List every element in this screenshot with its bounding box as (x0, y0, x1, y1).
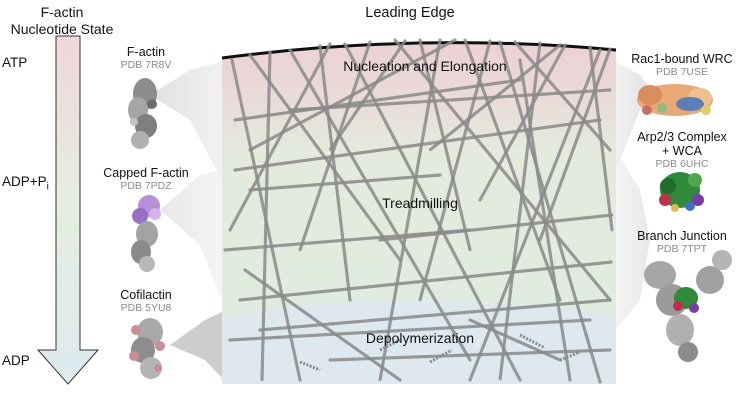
actin-filament (498, 40, 602, 384)
wrc-structure-image (637, 84, 713, 116)
actin-filament (258, 298, 612, 332)
wrc-label-group: Rac1-bound WRC PDB 7USE (624, 52, 740, 79)
capped-factin-label-group: Capped F-actin PDB 7PDZ (90, 166, 202, 193)
state-adp-pi-sub: i (46, 181, 49, 193)
capped-factin-pdb: PDB 7PDZ (120, 180, 172, 192)
nucleotide-state-title: F-actin Nucleotide State (0, 4, 124, 38)
factin-title: F-actin (126, 45, 166, 59)
actin-filament (288, 48, 472, 362)
actin-filament (468, 48, 602, 382)
actin-filament (328, 39, 407, 152)
arp23-title-line1: Arp2/3 Complex (637, 130, 727, 144)
actin-filament (288, 88, 612, 112)
state-adp: ADP (2, 353, 30, 368)
actin-filament (468, 318, 562, 362)
state-adp-pi-main: ADP+P (2, 174, 47, 189)
title-line-1: F-actin (40, 4, 84, 20)
cofilactin-structure-image (129, 318, 165, 379)
actin-filament (538, 47, 612, 242)
arp23-title-line2: + WCA (662, 144, 702, 158)
connector-capped (160, 170, 222, 300)
filament-fragment (559, 350, 581, 362)
actin-filament (518, 58, 572, 382)
filament-fragment (429, 348, 453, 364)
state-atp: ATP (2, 55, 28, 70)
filament-fragment (299, 360, 321, 372)
actin-filament (228, 318, 592, 342)
arp23-pdb: PDB 6UHC (655, 158, 709, 170)
factin-label-group: F-actin PDB 7R8V (96, 45, 196, 72)
branch-pdb: PDB 7TPT (656, 243, 708, 255)
actin-filament (228, 42, 332, 232)
zone-label-nucleation: Nucleation and Elongation (343, 58, 507, 74)
cofilactin-title: Cofilactin (120, 288, 172, 302)
capped-factin-structure-image (131, 195, 161, 272)
arp23-structure-image (659, 172, 704, 212)
nucleotide-state-arrow (36, 35, 100, 385)
connector-factin (150, 62, 222, 180)
state-adp-pi: ADP+Pi (2, 174, 49, 193)
actin-filament (238, 260, 614, 302)
connector-cofilactin (170, 312, 222, 378)
factin-structure-image (128, 78, 157, 149)
zone-label-treadmilling: Treadmilling (382, 195, 458, 211)
actin-filament (328, 348, 612, 362)
actin-filament (428, 43, 562, 152)
actin-filament (248, 38, 457, 152)
leading-edge-title: Leading Edge (365, 5, 455, 21)
capped-factin-title: Capped F-actin (103, 166, 189, 180)
actin-filament (248, 173, 442, 192)
actin-filament (298, 40, 372, 252)
factin-pdb: PDB 7R8V (120, 59, 172, 71)
cofilactin-label-group: Cofilactin PDB 5YU8 (96, 288, 196, 315)
branch-junction-structure-image (644, 250, 732, 362)
actin-filament (513, 40, 612, 152)
actin-filament (233, 118, 602, 172)
branch-label-group: Branch Junction PDB 7TPT (624, 229, 740, 256)
zone-label-depolymerization: Depolymerization (365, 330, 475, 346)
filament-fragment (519, 333, 546, 350)
leading-edge-zone (222, 42, 616, 385)
actin-filament (260, 50, 272, 382)
cofilactin-pdb: PDB 5YU8 (120, 302, 172, 314)
actin-filament (588, 45, 614, 232)
filament-fragment (379, 338, 401, 352)
arp23-label-group: Arp2/3 Complex + WCA PDB 6UHC (624, 130, 740, 171)
actin-filament (378, 213, 614, 242)
connector-branch (616, 150, 650, 330)
actin-filament (318, 44, 352, 302)
actin-filament-network (223, 38, 614, 384)
actin-filament (233, 78, 522, 122)
actin-filament (463, 38, 562, 302)
actin-filament (418, 38, 472, 252)
actin-filament (418, 39, 492, 302)
wrc-pdb: PDB 7USE (656, 66, 708, 78)
actin-filament (243, 268, 402, 382)
actin-filament (378, 38, 442, 382)
title-line-2: Nucleotide State (10, 21, 114, 37)
wrc-title: Rac1-bound WRC (631, 52, 733, 66)
branch-title: Branch Junction (637, 229, 727, 243)
